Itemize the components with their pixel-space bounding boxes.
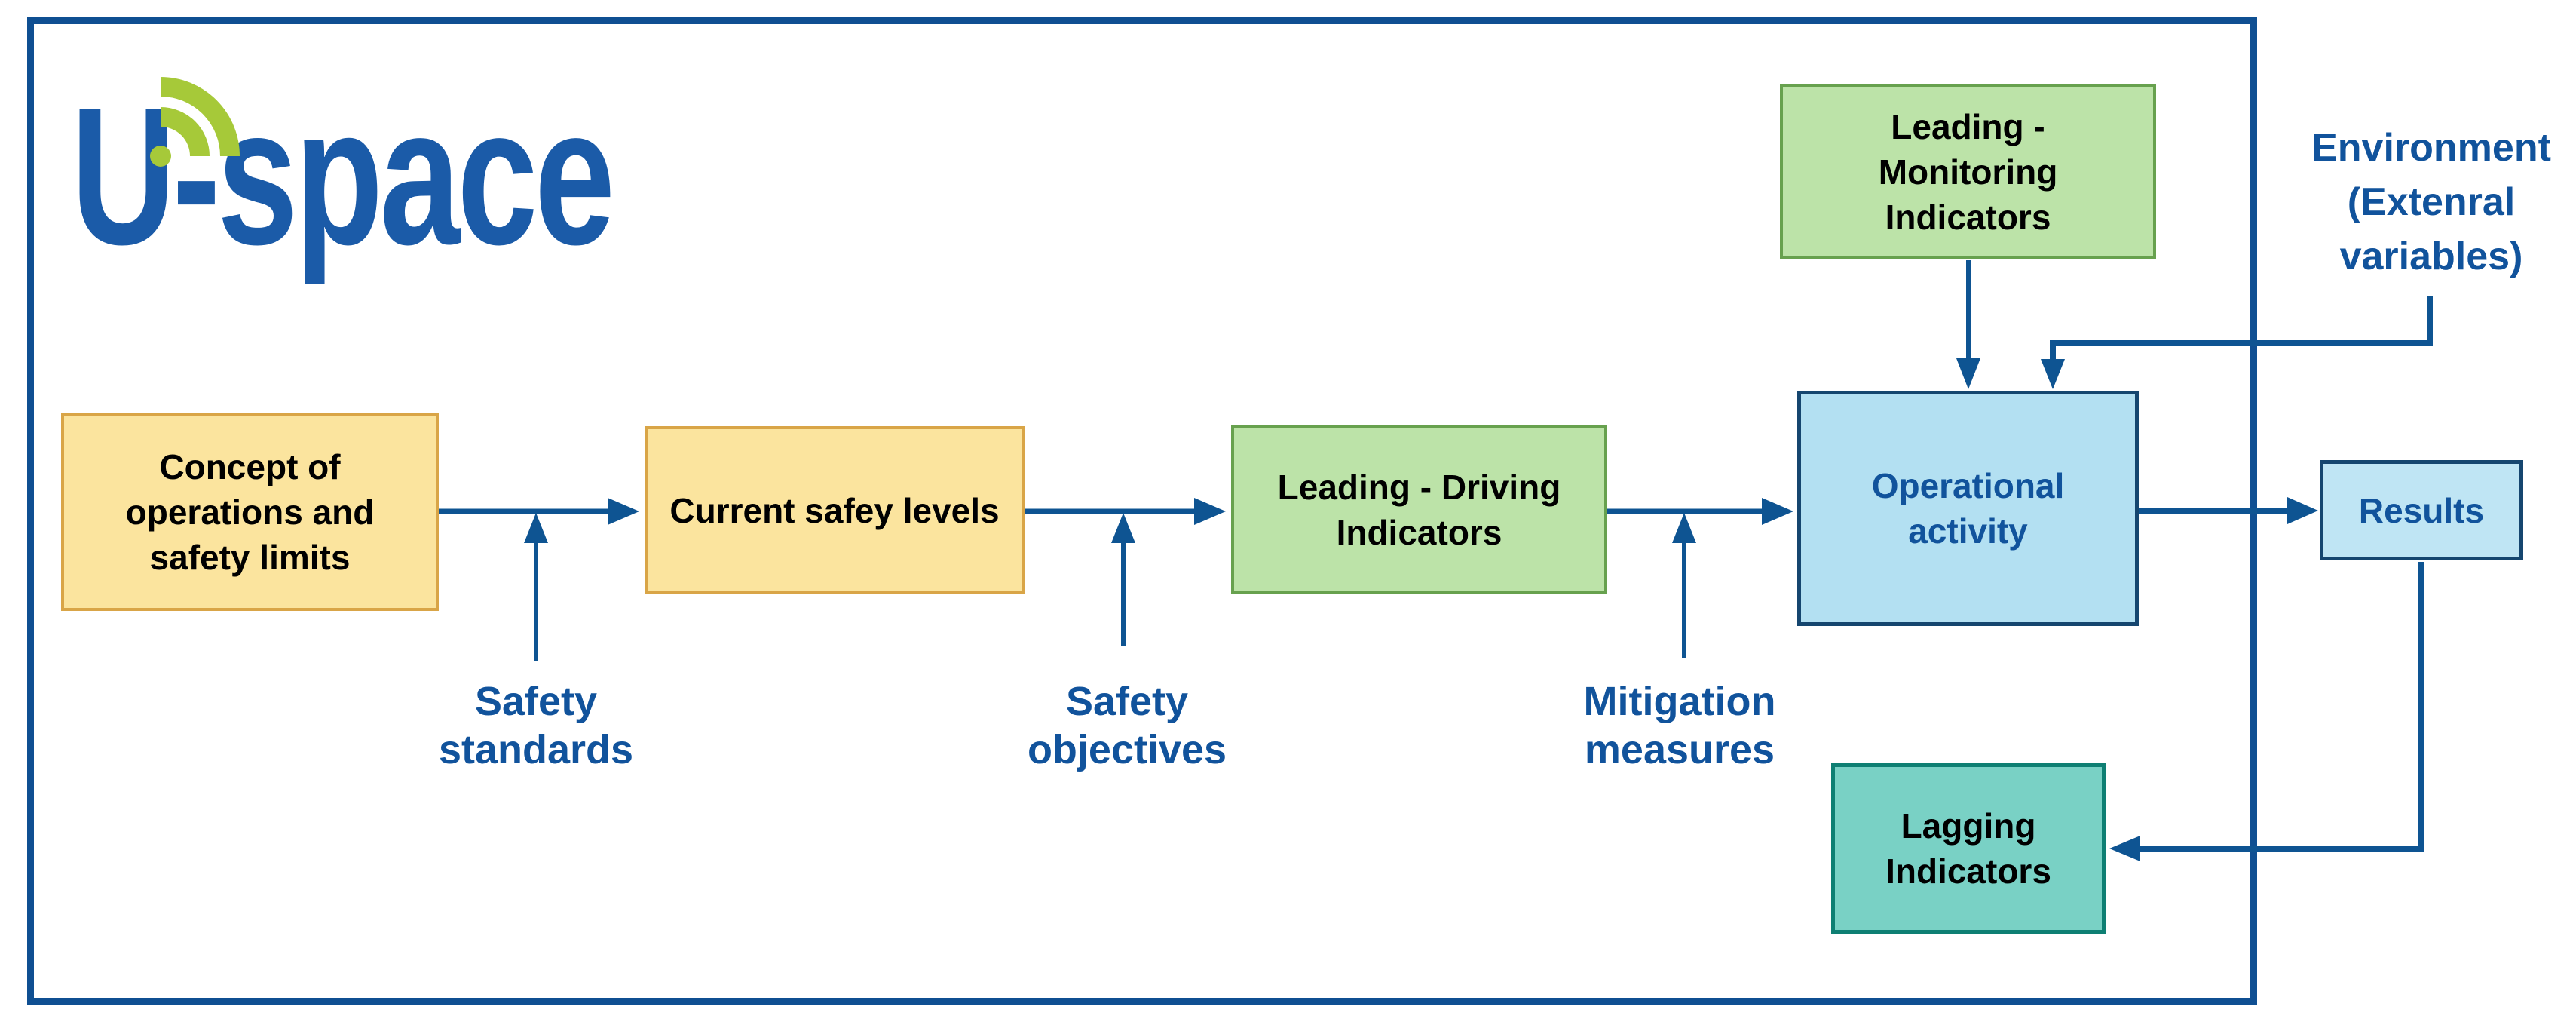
leading-driving-indicators-box: Leading - Driving Indicators <box>1231 425 1607 594</box>
current-safety-levels-box: Current safey levels <box>645 426 1025 594</box>
environment-external-variables-label: Environment (Extenral variables) <box>2311 126 2551 278</box>
operational-activity-label: Operational activity <box>1871 466 2065 551</box>
u-space-logo: U-space <box>71 77 802 275</box>
concept-of-operations-label: Concept of operations and safety limits <box>125 447 375 577</box>
current-safety-levels-label: Current safey levels <box>669 490 1000 530</box>
leading-monitoring-indicators-label: Leading - Monitoring Indicators <box>1878 106 2058 237</box>
arrowhead-into-results <box>2287 497 2318 524</box>
safety-objectives-label: Safety objectives <box>1027 679 1227 772</box>
concept-of-operations-box: Concept of operations and safety limits <box>61 413 439 611</box>
leading-driving-indicators-label: Leading - Driving Indicators <box>1277 467 1561 552</box>
results-box: Results <box>2320 460 2523 560</box>
safety-standards-label: Safety standards <box>438 679 634 772</box>
leading-monitoring-indicators-box: Leading - Monitoring Indicators <box>1780 84 2156 259</box>
lagging-indicators-label: Lagging Indicators <box>1885 806 2051 891</box>
lagging-indicators-box: Lagging Indicators <box>1831 763 2106 934</box>
mitigation-measures-label: Mitigation measures <box>1583 679 1776 772</box>
results-label: Results <box>2358 490 2485 530</box>
operational-activity-box: Operational activity <box>1797 391 2139 626</box>
wifi-signal-icon <box>150 77 240 167</box>
